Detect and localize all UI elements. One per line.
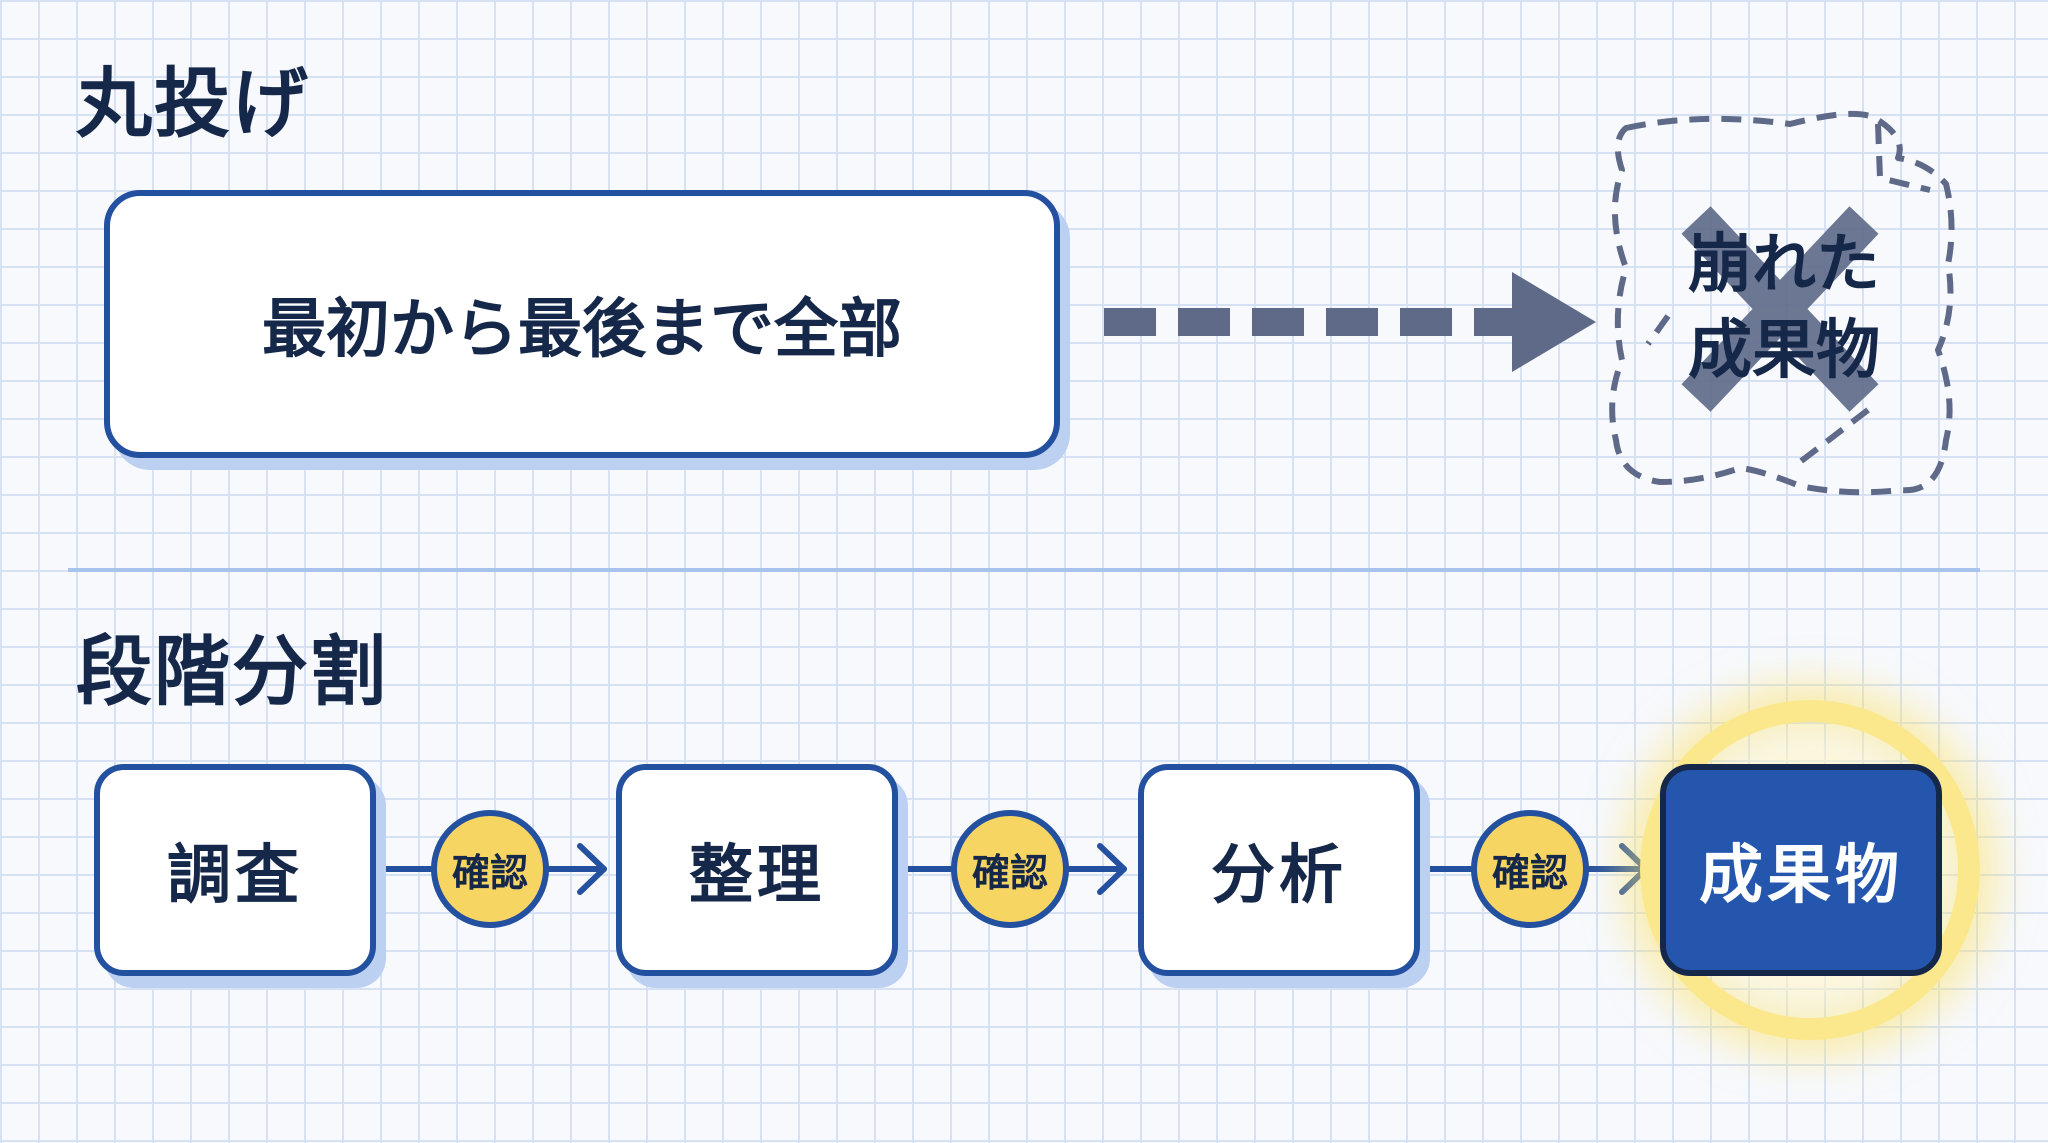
- checkpoint-badge-1: 確認: [431, 810, 549, 928]
- step-arrow-icon: [577, 843, 607, 895]
- title-marunage: 丸投げ: [76, 59, 310, 148]
- section-divider: [68, 568, 1980, 572]
- broken-result-label: 崩れた 成果物: [1664, 222, 1904, 394]
- dashed-arrow-icon: [1104, 272, 1596, 372]
- step-analysis: 分析: [1138, 764, 1420, 976]
- step-research: 調査: [94, 764, 376, 976]
- broken-result-line-2: 成果物: [1688, 314, 1880, 388]
- checkpoint-badge-3: 確認: [1471, 810, 1589, 928]
- checkpoint-badge-2: 確認: [951, 810, 1069, 928]
- step-deliverable: 成果物: [1660, 764, 1942, 976]
- title-step-division: 段階分割: [76, 627, 388, 716]
- broken-result-line-1: 崩れた: [1688, 228, 1880, 302]
- task-box-all-at-once: 最初から最後まで全部: [104, 190, 1060, 458]
- step-arrow-icon: [1097, 843, 1127, 895]
- step-organize: 整理: [616, 764, 898, 976]
